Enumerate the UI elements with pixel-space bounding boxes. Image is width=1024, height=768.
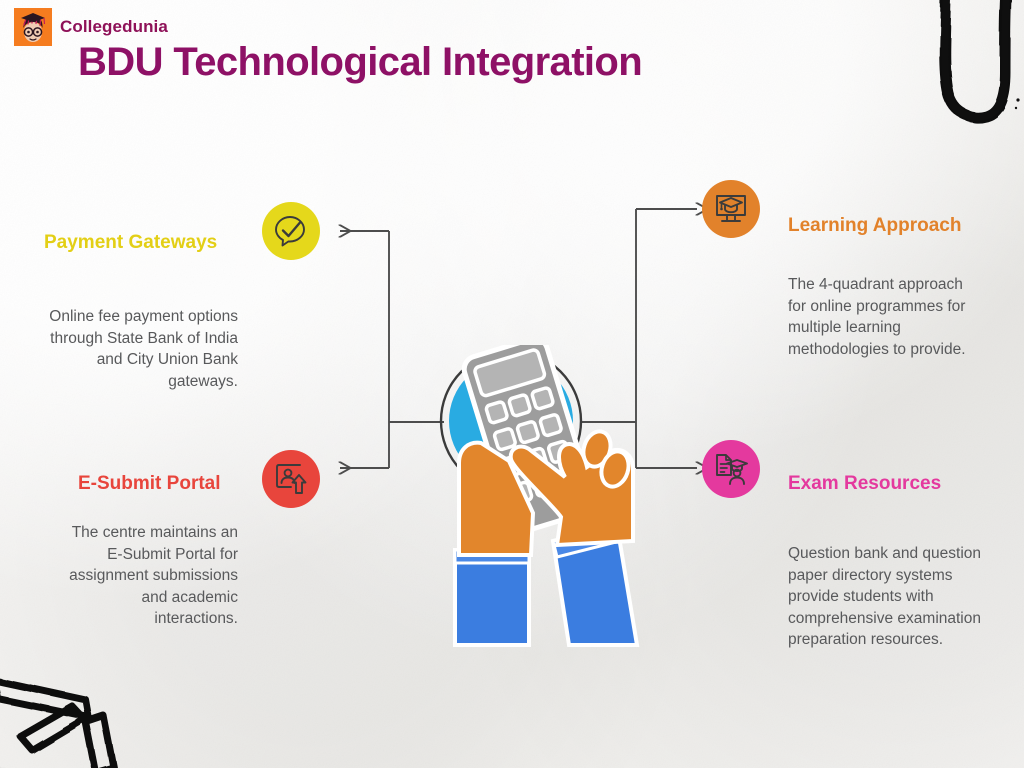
node-title-exam-resources: Exam Resources bbox=[788, 473, 942, 494]
hands-holding-calculator-illustration bbox=[439, 345, 640, 647]
u-shaped-brush-stroke bbox=[939, 0, 1020, 123]
node-body-e-submit-portal: The centre maintains an E-Submit Portal … bbox=[69, 524, 238, 627]
node-title-learning-approach: Learning Approach bbox=[788, 215, 962, 236]
three-hand-drawn-bars bbox=[0, 677, 118, 768]
node-body-exam-resources: Question bank and question paper directo… bbox=[788, 545, 982, 648]
node-body-payment-gateways: Online fee payment options through State… bbox=[49, 308, 238, 390]
node-title-e-submit-portal: E-Submit Portal bbox=[78, 473, 221, 494]
collegedunia-mascot-icon bbox=[14, 8, 52, 46]
monitor-graduation-cap-icon bbox=[702, 180, 760, 238]
node-title-payment-gateways: Payment Gateways bbox=[44, 232, 218, 253]
user-upload-icon bbox=[262, 450, 320, 508]
speech-bubble-check-icon bbox=[262, 202, 320, 260]
page-title: BDU Technological Integration bbox=[78, 40, 643, 84]
brand-logo[interactable]: Collegedunia bbox=[14, 8, 168, 46]
document-graduate-icon bbox=[702, 440, 760, 498]
brand-logo-text: Collegedunia bbox=[60, 17, 168, 36]
node-body-learning-approach: The 4-quadrant approach for online progr… bbox=[788, 276, 966, 358]
